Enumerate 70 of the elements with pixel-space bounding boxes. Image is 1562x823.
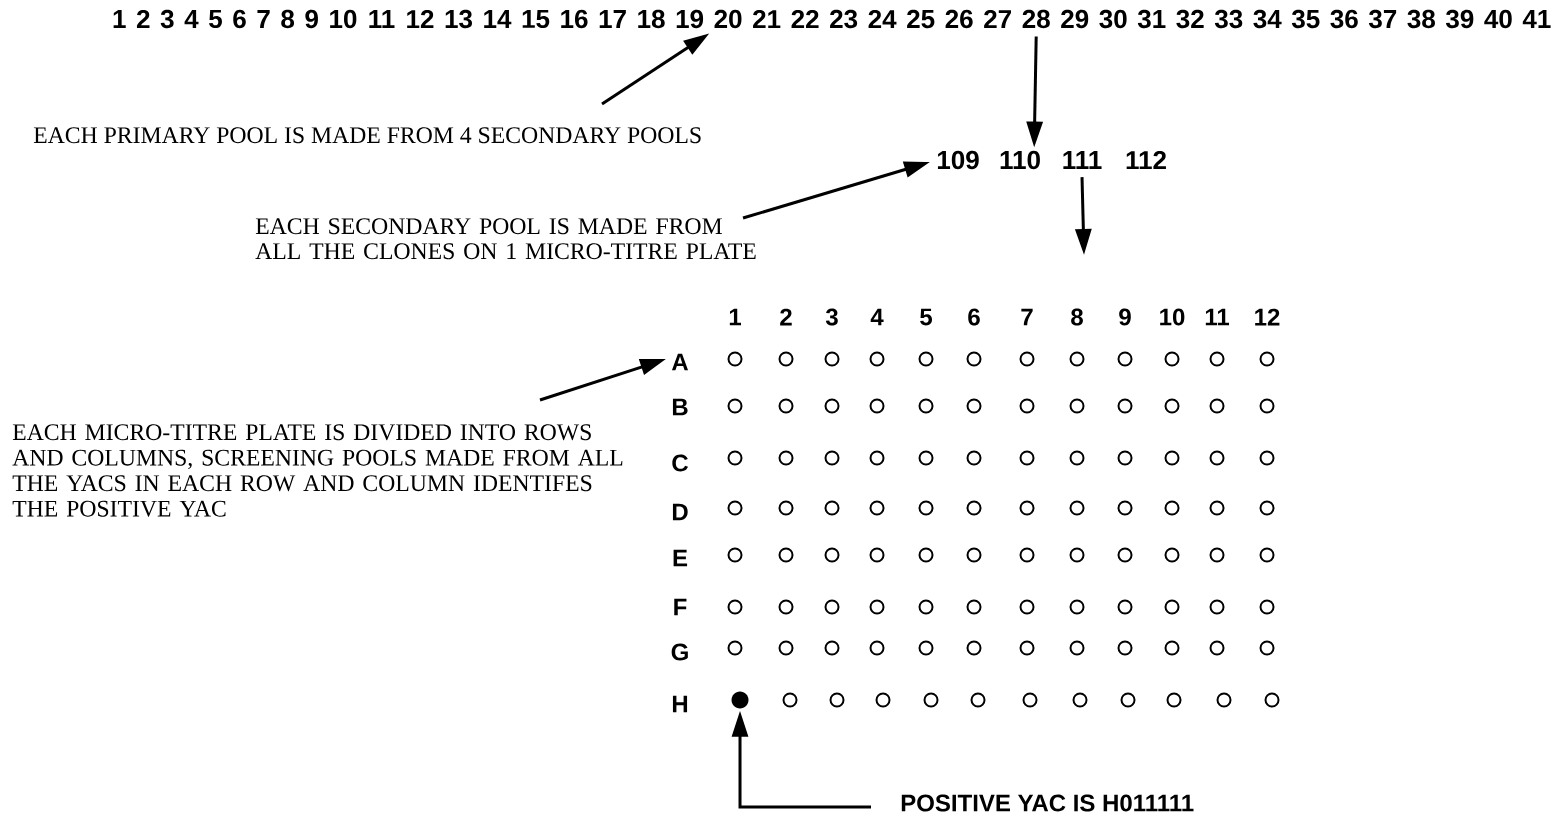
pool-number: 110 bbox=[1000, 150, 1040, 170]
pool-number: 35 bbox=[1291, 9, 1320, 29]
row-letter: F bbox=[674, 598, 687, 616]
pool-number: 20 bbox=[714, 9, 742, 29]
pool-number: 17 bbox=[599, 10, 626, 28]
pool-number: 3 bbox=[160, 9, 174, 29]
pool-number: 29 bbox=[1061, 9, 1089, 29]
pool-number: 27 bbox=[984, 9, 1011, 29]
pool-number: 30 bbox=[1099, 9, 1127, 29]
pool-number: 16 bbox=[561, 9, 588, 29]
pool-number: 111 bbox=[1063, 151, 1102, 169]
column-number: 7 bbox=[1021, 308, 1033, 326]
row-letter: G bbox=[671, 643, 688, 661]
column-number: 4 bbox=[870, 308, 884, 326]
pool-number: 12 bbox=[407, 9, 434, 29]
pool-number: 109 bbox=[937, 150, 979, 170]
pool-number: 14 bbox=[484, 10, 512, 28]
pool-number: 31 bbox=[1137, 9, 1166, 29]
row-letter: E bbox=[673, 549, 688, 567]
pool-number: 10 bbox=[330, 9, 357, 29]
row-letter: A bbox=[671, 353, 689, 371]
row-letter: D bbox=[672, 503, 688, 521]
pool-number: 25 bbox=[907, 9, 935, 29]
column-number: 5 bbox=[920, 308, 932, 326]
caption-text: EACH SECONDARY POOL IS MADE FROM ALL THE CLONES ON 1 MICRO-TITRE PLATE bbox=[255, 218, 756, 260]
pool-number: 21 bbox=[753, 9, 781, 29]
result-text: POSITIVE YAC IS H011111 bbox=[901, 794, 1194, 812]
pool-number: 36 bbox=[1330, 9, 1358, 29]
pool-number: 9 bbox=[305, 9, 318, 29]
filled-well bbox=[731, 691, 749, 709]
pool-number: 15 bbox=[522, 9, 550, 29]
pool-number: 37 bbox=[1368, 9, 1397, 29]
pool-number: 2 bbox=[136, 9, 150, 29]
column-number: 8 bbox=[1071, 308, 1083, 326]
pool-number: 7 bbox=[257, 10, 270, 28]
caption-text: EACH MICRO-TITRE PLATE IS DIVIDED INTO ROWS AND COLUMNS, SCREENING POOLS MADE FROM ALL THE YACS IN EACH ROW AND COLUMN IDENTIFES THE POSITIVE YAC bbox=[12, 424, 623, 517]
caption-text: EACH PRIMARY POOL IS MADE FROM 4 SECONDARY POOLS bbox=[33, 127, 701, 144]
pool-number: 28 bbox=[1022, 9, 1050, 29]
pool-number: 19 bbox=[676, 9, 704, 29]
column-number: 12 bbox=[1255, 308, 1280, 326]
pool-number: 8 bbox=[281, 9, 295, 29]
pool-number: 13 bbox=[445, 9, 472, 29]
pool-number: 23 bbox=[830, 9, 858, 29]
row-letter: C bbox=[672, 454, 688, 472]
pool-number: 4 bbox=[184, 10, 199, 28]
column-number: 3 bbox=[825, 308, 838, 326]
column-number: 9 bbox=[1119, 308, 1131, 326]
pool-number: 112 bbox=[1126, 150, 1166, 170]
pool-number: 26 bbox=[945, 9, 973, 29]
row-letter: B bbox=[672, 398, 688, 416]
pool-number: 5 bbox=[209, 9, 222, 29]
pool-number: 32 bbox=[1176, 9, 1204, 29]
column-number: 6 bbox=[968, 308, 980, 326]
pool-number: 22 bbox=[791, 9, 819, 29]
pool-number: 40 bbox=[1484, 9, 1512, 29]
column-number: 1 bbox=[729, 308, 741, 326]
pool-number: 33 bbox=[1214, 9, 1243, 29]
pool-number: 39 bbox=[1445, 9, 1474, 29]
pool-number: 11 bbox=[369, 10, 395, 28]
column-number: 11 bbox=[1205, 308, 1230, 326]
pool-number: 18 bbox=[638, 9, 665, 29]
pool-number: 41 bbox=[1522, 10, 1551, 28]
pool-number: 38 bbox=[1407, 9, 1435, 29]
pool-number: 24 bbox=[868, 9, 897, 29]
row-letter: H bbox=[672, 695, 688, 713]
column-number: 2 bbox=[780, 308, 792, 326]
pool-number: 6 bbox=[233, 9, 246, 29]
pool-number: 1 bbox=[113, 10, 126, 28]
pool-number: 34 bbox=[1253, 9, 1282, 29]
column-number: 10 bbox=[1160, 308, 1185, 326]
